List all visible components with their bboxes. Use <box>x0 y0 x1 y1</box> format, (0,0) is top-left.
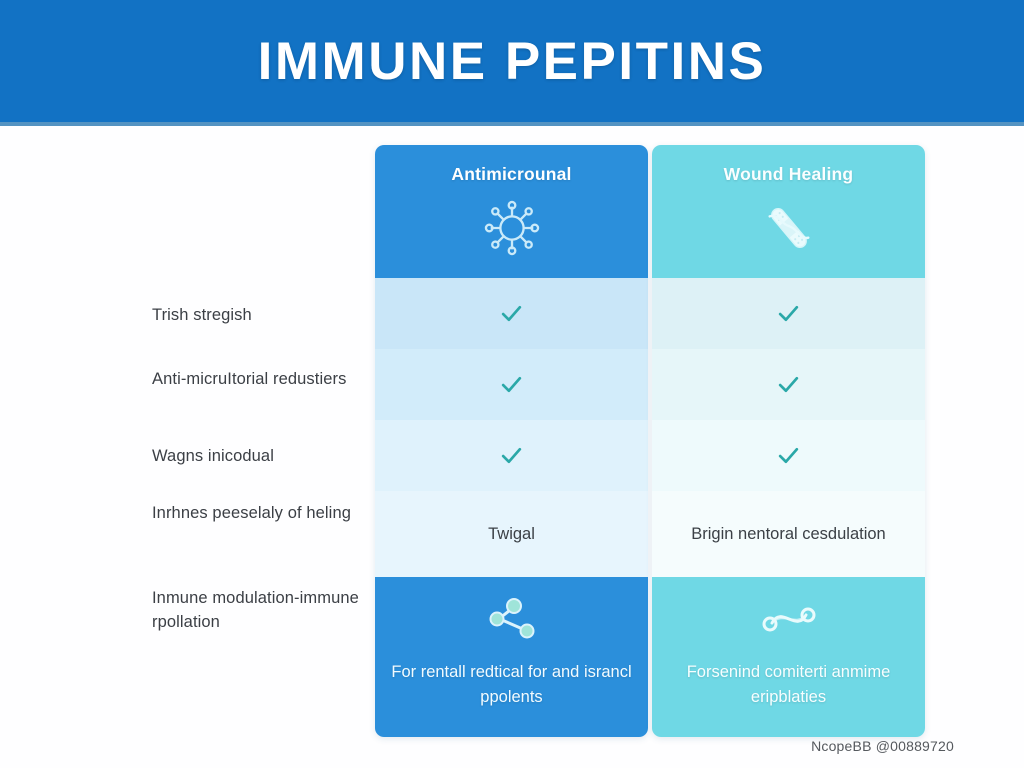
table-cell <box>375 420 648 491</box>
check-icon <box>778 305 799 322</box>
check-icon <box>778 376 799 393</box>
check-icon <box>778 447 799 464</box>
row-label: Anti-micruItorial redustiers <box>152 370 347 388</box>
table-cell <box>652 349 925 420</box>
column-antimicrobial[interactable]: Antimicrounal <box>375 145 648 737</box>
column-title: Wound Healing <box>723 164 854 184</box>
column-footer-wound-healing: Forsenind comiterti anmime eripblaties <box>652 577 925 737</box>
watermark: NcopeBB @00889720 <box>811 738 954 754</box>
row-label: Trish stregish <box>152 306 252 324</box>
table-cell <box>652 278 925 349</box>
table-cell <box>375 349 648 420</box>
table-cell: Brigin nentoral cesdulation <box>652 491 925 577</box>
banner-bottom-edge <box>0 122 1024 126</box>
check-icon <box>501 376 522 393</box>
row-label: Wagns inicodual <box>152 447 274 465</box>
molecule-icon <box>489 598 534 639</box>
cell-value: Twigal <box>488 524 535 543</box>
footer-text: Forsenind comiterti anmime eripblaties <box>686 663 891 706</box>
table-cell <box>652 420 925 491</box>
page-title: IMMUNE PEPITINS <box>257 31 767 91</box>
row-label: Inmune modulation-immune rpollation <box>152 589 359 631</box>
column-wound-healing[interactable]: Wound Healing <box>652 145 925 737</box>
column-header-wound-healing: Wound Healing <box>652 145 925 278</box>
footer-text: For rentall redtical for and israncl ppo… <box>391 663 632 706</box>
comparison-table: Trish stregish Anti-micruItorial redusti… <box>0 126 1024 768</box>
row-label: Inrhnes peeselaly of heling <box>152 504 351 522</box>
table-cell <box>375 278 648 349</box>
page-banner: IMMUNE PEPITINS <box>0 0 1024 122</box>
column-footer-antimicrobial: For rentall redtical for and israncl ppo… <box>375 577 648 737</box>
column-title: Antimicrounal <box>451 164 572 184</box>
bandage-icon <box>767 207 810 249</box>
virus-icon <box>484 200 539 256</box>
table-cell: Twigal <box>375 491 648 577</box>
column-header-antimicrobial: Antimicrounal <box>375 145 648 278</box>
check-icon <box>501 305 522 322</box>
check-icon <box>501 447 522 464</box>
cell-value: Brigin nentoral cesdulation <box>691 524 886 543</box>
link-curve-icon <box>762 607 815 632</box>
